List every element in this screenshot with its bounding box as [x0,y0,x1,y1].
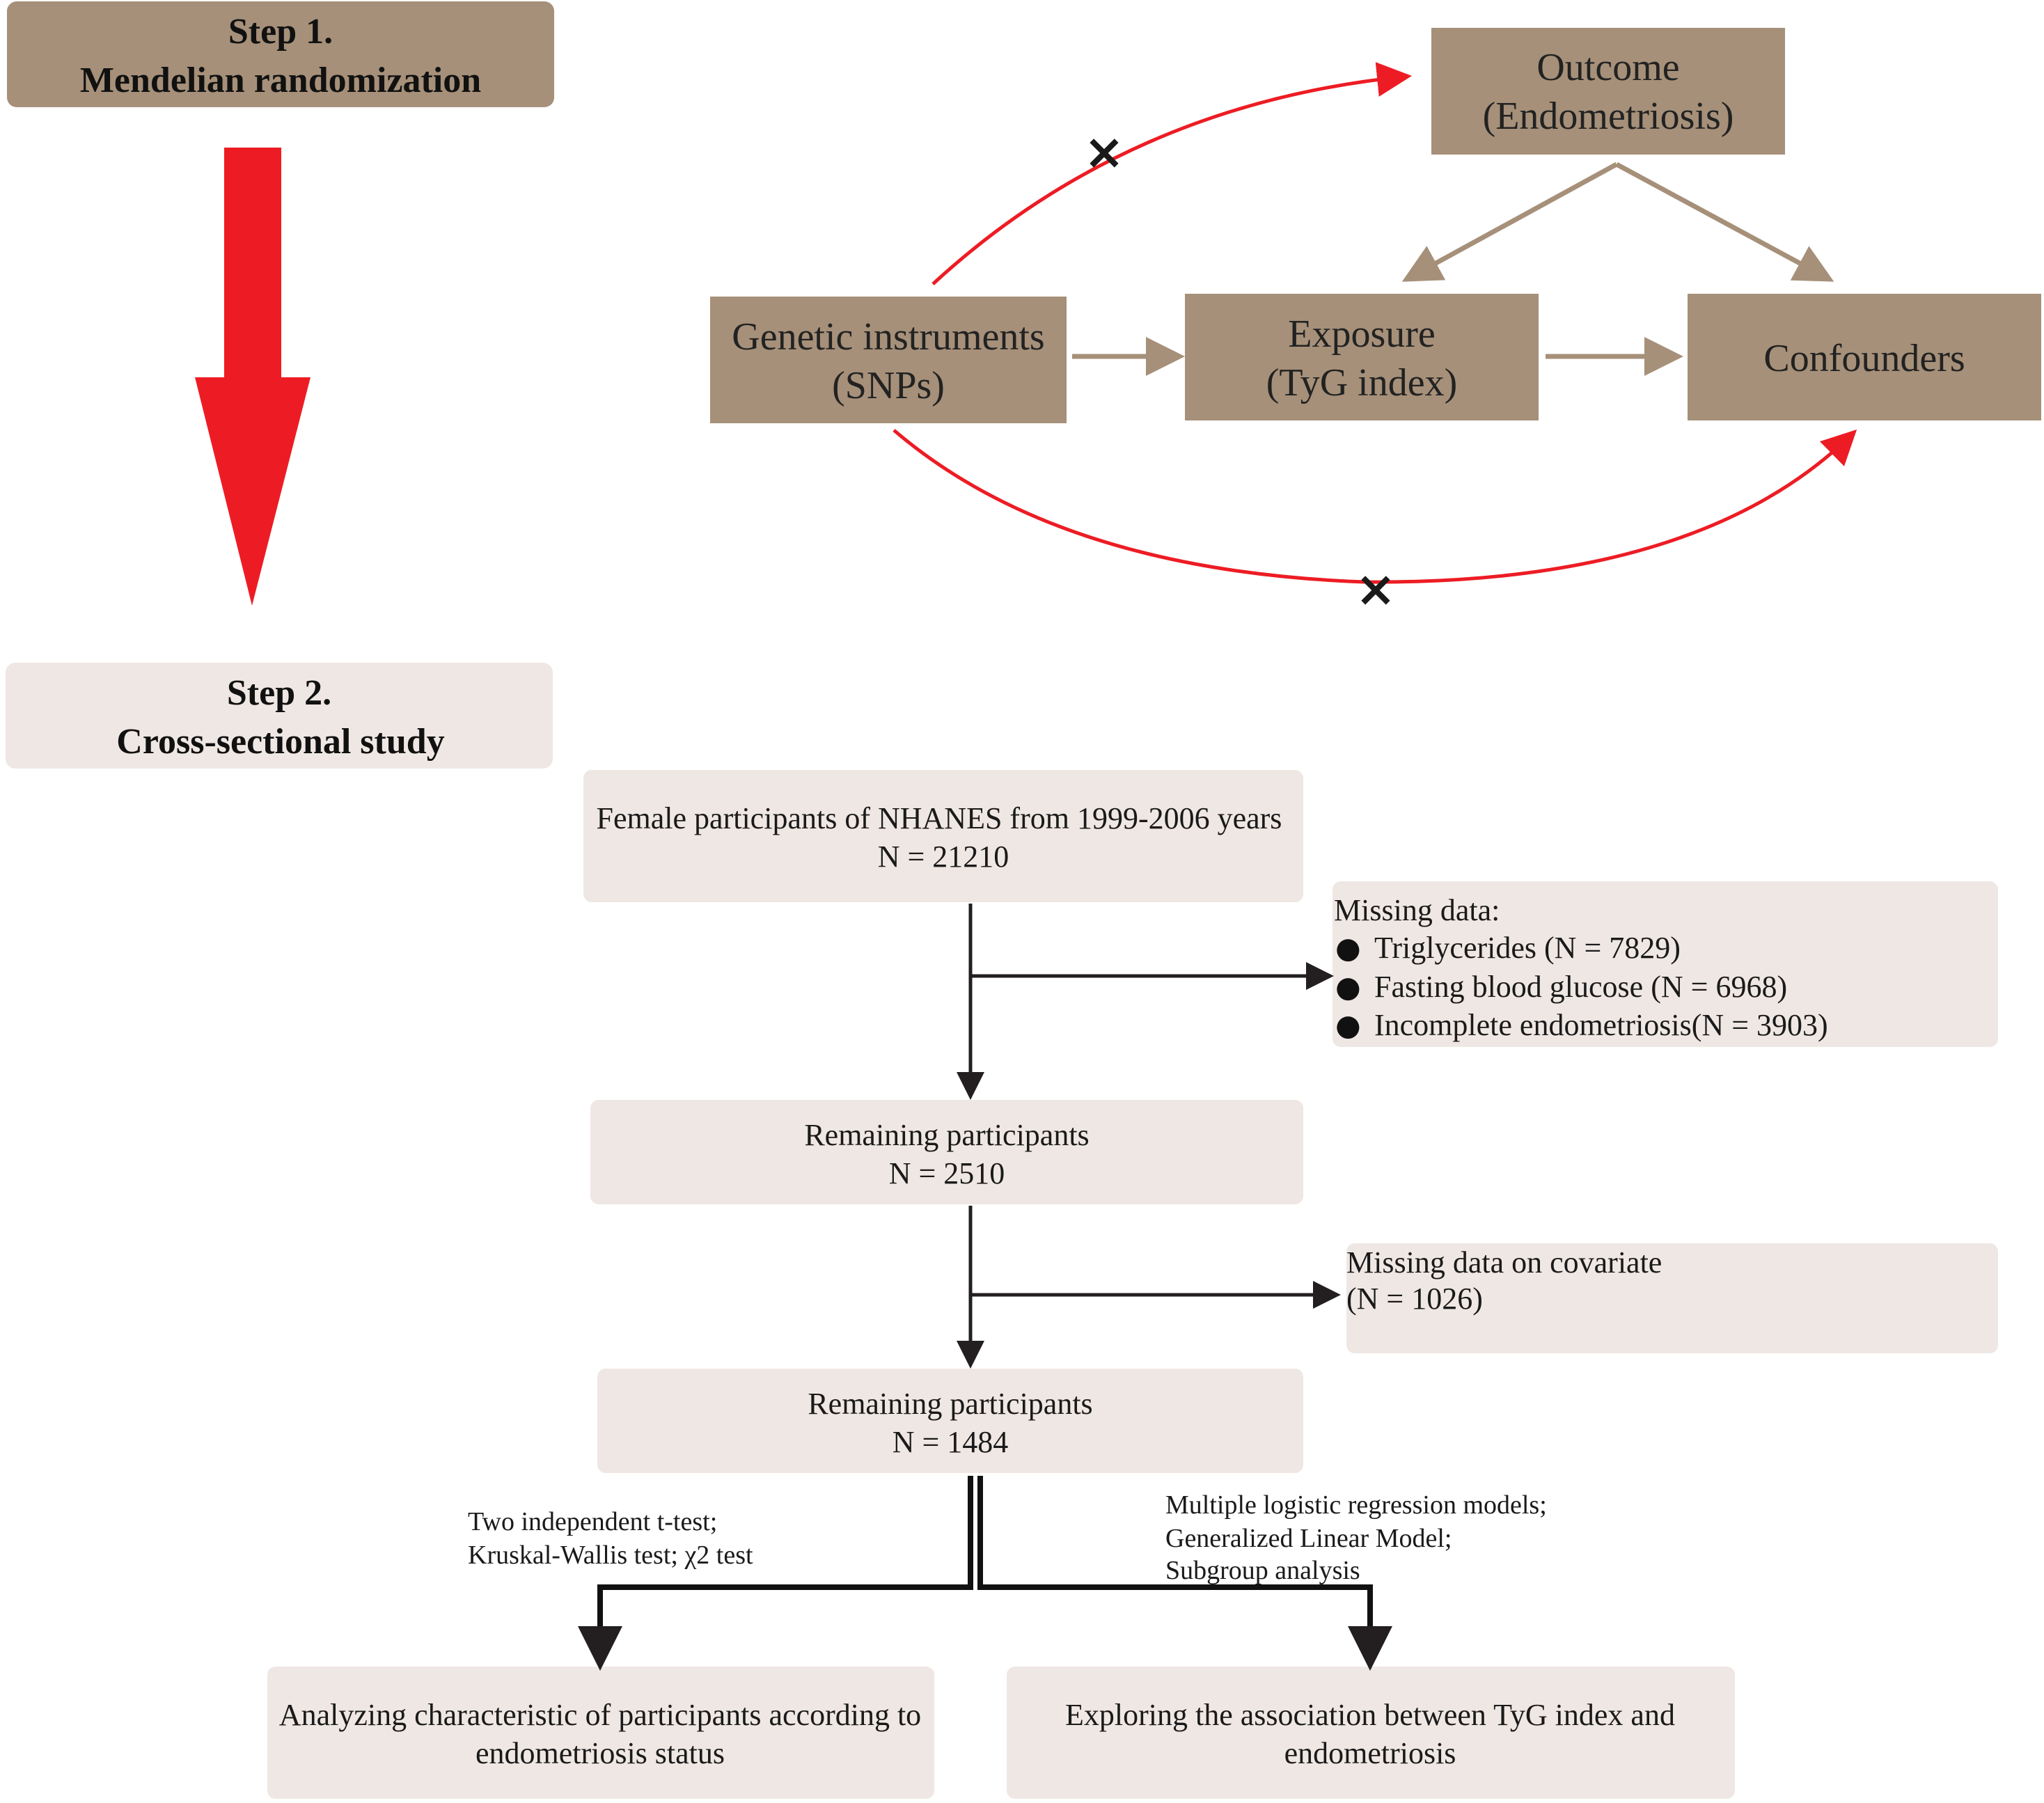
result-left-label: Analyzing characteristic of participants… [279,1698,921,1732]
exclusion1-item: Triglycerides (N = 7829) [1374,931,1681,965]
blocked-path-x-icon: × [1084,123,1125,180]
start-box: Female participants of NHANES from 1999-… [583,770,1303,902]
step2-box: Step 2. Cross-sectional study [6,663,553,769]
blocked-path-x-icon: × [1355,560,1397,617]
result-left-box: Analyzing characteristic of participants… [267,1667,934,1799]
remaining2-box: Remaining participants N = 1484 [597,1369,1303,1473]
bullet-icon: ● [1335,970,1361,1004]
exposure-sublabel: (TyG index) [1266,361,1457,404]
exclusion1-item: Fasting blood glucose (N = 6968) [1374,970,1787,1004]
step1-subtitle: Mendelian randomization [80,61,481,100]
flow-connectors [957,904,1341,1369]
confounders-label: Confounders [1763,337,1965,380]
remaining1-box: Remaining participants N = 2510 [590,1100,1303,1204]
instruments-label: Genetic instruments [732,315,1044,359]
right-methods-line: Multiple logistic regression models; [1165,1490,1547,1520]
step1-title: Step 1. [228,12,333,52]
outcome-to-confounders-arrow [1615,162,1834,282]
bullet-icon: ● [1335,931,1361,965]
instruments-to-outcome-curve [931,62,1412,285]
step2-subtitle: Cross-sectional study [116,722,444,762]
big-red-down-arrow [195,148,310,606]
branch-left-arrow [578,1476,973,1671]
result-right-label-line2: endometriosis [1284,1736,1456,1770]
exposure-label: Exposure [1288,313,1436,356]
outcome-label: Outcome [1536,46,1679,89]
confounders-box: Confounders [1688,294,2041,420]
instruments-box: Genetic instruments (SNPs) [710,297,1067,423]
branch-connectors [578,1476,1392,1671]
branch-right-arrow [977,1476,1392,1671]
bullet-icon: ● [1335,1008,1361,1042]
right-methods-line: Generalized Linear Model; [1165,1524,1452,1553]
step1-box: Step 1. Mendelian randomization [7,1,554,107]
result-right-box: Exploring the association between TyG in… [1007,1667,1735,1799]
outcome-to-exposure-arrow [1401,162,1618,282]
exclusion2-count: (N = 1026) [1346,1282,1483,1316]
left-methods-line: Two independent t-test; [468,1507,717,1536]
exclusion2-box: Missing data on covariate (N = 1026) [1346,1243,1998,1353]
outcome-box: Outcome (Endometriosis) [1431,28,1785,155]
exclusion2-label: Missing data on covariate [1346,1245,1662,1280]
remaining2-count: N = 1484 [893,1425,1009,1459]
outcome-sublabel: (Endometriosis) [1483,95,1734,138]
instruments-sublabel: (SNPs) [832,364,945,407]
result-right-label: Exploring the association between TyG in… [1065,1698,1675,1732]
exclusion1-item: Incomplete endometriosis(N = 3903) [1374,1008,1828,1042]
remaining1-label: Remaining participants [804,1118,1089,1152]
exclusion1-box: Missing data: ● Triglycerides (N = 7829)… [1332,881,1998,1047]
remaining1-count: N = 2510 [889,1156,1005,1190]
exposure-box: Exposure (TyG index) [1185,294,1539,420]
step2-title: Step 2. [227,673,331,713]
result-left-label-line2: endometriosis status [475,1736,725,1770]
right-methods-line: Subgroup analysis [1165,1556,1360,1585]
start-label: Female participants of NHANES from 1999-… [597,801,1282,835]
start-count: N = 21210 [878,840,1009,874]
instruments-to-confounders-curve [893,429,1857,584]
remaining2-label: Remaining participants [808,1387,1092,1421]
exclusion1-title: Missing data: [1334,893,1500,927]
left-methods-line: Kruskal-Wallis test; χ2 test [468,1541,753,1570]
